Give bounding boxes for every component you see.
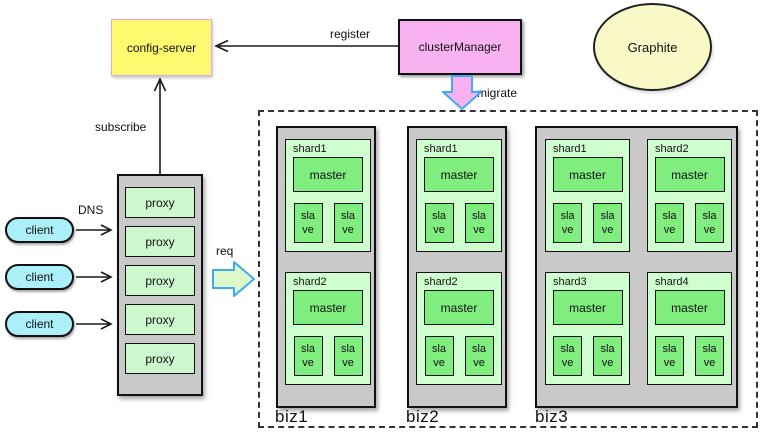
biz1-container: shard1 master slave slave shard2 master … (276, 126, 376, 408)
shard-label: shard3 (553, 276, 587, 288)
proxy-node: proxy (125, 304, 195, 335)
master-node: master (552, 290, 623, 325)
slave-label: slave (300, 342, 316, 369)
shard-box: shard2 master slave slave (416, 272, 502, 385)
client-label: client (25, 270, 54, 284)
slave-node: slave (464, 336, 494, 376)
config-server-label: config-server (126, 40, 197, 55)
dns-edge-label: DNS (78, 203, 104, 217)
shard-box: shard4 master slave slave (647, 272, 732, 385)
shard-box: shard2 master slave slave (285, 272, 371, 385)
slave-label: slave (560, 342, 575, 369)
proxy-label: proxy (145, 234, 175, 249)
slave-label: slave (431, 209, 447, 236)
slave-node: slave (464, 203, 494, 243)
slave-node: slave (553, 336, 582, 376)
client-node: client (5, 311, 74, 337)
proxy-label: proxy (145, 195, 175, 210)
slave-node: slave (333, 336, 363, 376)
subscribe-arrowhead (153, 77, 167, 92)
biz3-container: shard1 master slave slave shard2 master … (535, 126, 738, 408)
proxy-label: proxy (145, 312, 175, 327)
slave-node: slave (293, 203, 323, 243)
migrate-edge-label: migrate (477, 86, 518, 100)
slave-node: slave (593, 336, 622, 376)
slave-node: slave (424, 336, 454, 376)
shard-box: shard1 master slave slave (285, 139, 371, 252)
master-node: master (654, 290, 725, 325)
slave-label: slave (702, 342, 717, 369)
slave-label: slave (340, 342, 356, 369)
biz3-label: biz3 (535, 407, 569, 426)
client-arrowhead (100, 271, 113, 283)
shard-box: shard2 master slave slave (647, 139, 732, 252)
slave-node: slave (333, 203, 363, 243)
biz1-label: biz1 (275, 407, 309, 426)
slave-node: slave (695, 336, 724, 376)
slave-label: slave (560, 209, 575, 236)
cluster-manager-node: clusterManager (398, 19, 522, 75)
slave-label: slave (662, 209, 677, 236)
slave-node: slave (293, 336, 323, 376)
register-edge-label: register (330, 27, 371, 41)
biz2-label: biz2 (406, 407, 440, 426)
proxy-group-container: proxy proxy proxy proxy proxy (117, 174, 203, 396)
req-edge-label: req (216, 244, 234, 258)
shard-label: shard1 (293, 143, 327, 155)
graphite-node: Graphite (593, 3, 712, 91)
client-dns-arrowhead (100, 224, 113, 236)
master-node: master (654, 157, 725, 192)
slave-label: slave (300, 209, 316, 236)
client-label: client (25, 223, 54, 237)
shard-label: shard2 (293, 276, 327, 288)
slave-label: slave (471, 342, 487, 369)
config-server-node: config-server (111, 19, 212, 76)
req-block-arrow (212, 261, 255, 297)
proxy-node: proxy (125, 265, 195, 296)
master-node: master (552, 157, 623, 192)
slave-label: slave (340, 209, 356, 236)
shard-label: shard1 (553, 143, 587, 155)
slave-label: slave (662, 342, 677, 369)
client-node: client (5, 217, 74, 243)
client-label: client (25, 317, 54, 331)
slave-node: slave (655, 336, 684, 376)
client-node: client (5, 264, 74, 290)
slave-node: slave (655, 203, 684, 243)
subscribe-edge-label: subscribe (95, 120, 147, 134)
cluster-zone-dashed-border (258, 110, 758, 428)
slave-label: slave (702, 209, 717, 236)
proxy-label: proxy (145, 273, 175, 288)
shard-box: shard1 master slave slave (545, 139, 630, 252)
master-node: master (293, 290, 363, 325)
client-arrowhead (100, 318, 113, 330)
shard-label: shard2 (424, 276, 458, 288)
register-arrowhead (214, 39, 229, 53)
slave-label: slave (600, 209, 615, 236)
master-node: master (424, 290, 494, 325)
proxy-node: proxy (125, 343, 195, 374)
slave-node: slave (695, 203, 724, 243)
shard-label: shard1 (424, 143, 458, 155)
proxy-label: proxy (145, 351, 175, 366)
biz2-container: shard1 master slave slave shard2 master … (407, 126, 507, 408)
shard-box: shard3 master slave slave (545, 272, 630, 385)
shard-label: shard2 (655, 143, 689, 155)
cluster-manager-label: clusterManager (418, 40, 502, 54)
slave-label: slave (431, 342, 447, 369)
shard-box: shard1 master slave slave (416, 139, 502, 252)
slave-node: slave (553, 203, 582, 243)
slave-node: slave (424, 203, 454, 243)
master-node: master (424, 157, 494, 192)
migrate-block-arrow (442, 75, 482, 110)
proxy-node: proxy (125, 187, 195, 218)
proxy-node: proxy (125, 226, 195, 257)
slave-label: slave (471, 209, 487, 236)
shard-label: shard4 (655, 276, 689, 288)
slave-label: slave (600, 342, 615, 369)
graphite-label: Graphite (627, 39, 678, 55)
master-node: master (293, 157, 363, 192)
slave-node: slave (593, 203, 622, 243)
